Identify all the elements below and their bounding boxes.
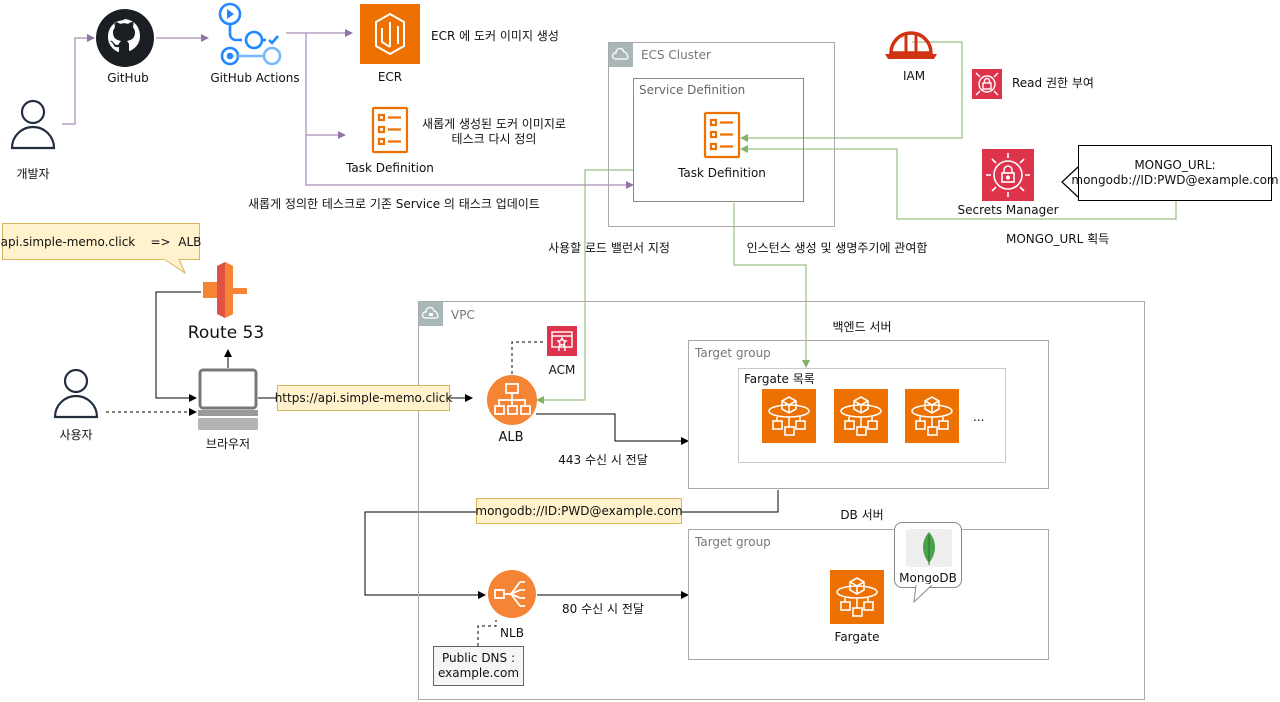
ecs-edges — [536, 41, 1177, 404]
github-actions-icon — [214, 2, 286, 72]
ecs-task-definition-icon — [703, 111, 741, 163]
db-title: DB 서버 — [840, 508, 884, 522]
acm-label: ACM — [548, 363, 576, 377]
secrets-manager-icon — [982, 149, 1034, 205]
fargate-list-title: Fargate 목록 — [744, 372, 815, 386]
nlb-icon — [487, 569, 537, 623]
mongodb-leaf-icon — [906, 529, 952, 567]
service-definition-group: Service Definition — [633, 78, 804, 202]
browser-laptop-icon — [198, 368, 258, 435]
github-actions-label: GitHub Actions — [210, 71, 300, 85]
user-icon — [53, 367, 99, 423]
task-definition-label: Task Definition — [346, 161, 434, 175]
service-definition-title: Service Definition — [639, 83, 746, 97]
read-permission-label: Read 권한 부여 — [1012, 76, 1094, 90]
route53-icon — [201, 262, 249, 322]
callout-tail — [163, 258, 186, 274]
ecs-task-definition-label: Task Definition — [678, 166, 766, 180]
instance-lifecycle-label: 인스턴스 생성 및 생명주기에 관여함 — [746, 241, 928, 255]
backend-target-group: Target group — [688, 340, 1049, 489]
permission-icon — [972, 69, 1002, 103]
mongo-url-box: MONGO_URL: mongodb://ID:PWD@example.com — [1071, 145, 1279, 201]
public-dns-line2: example.com — [437, 666, 520, 680]
ecr-note: ECR 에 도커 이미지 생성 — [431, 29, 559, 43]
iam-label: IAM — [902, 69, 926, 83]
user-label: 사용자 — [59, 428, 93, 442]
iam-helmet-icon — [882, 24, 940, 64]
alb-icon — [486, 374, 538, 430]
vpc-group: VPC — [418, 301, 1145, 700]
fargate-db-icon — [830, 570, 884, 628]
public-dns-line1: Public DNS : — [441, 651, 516, 665]
mongo-url-fetch-label: MONGO_URL 획득 — [1006, 232, 1110, 246]
cicd-edges — [62, 29, 634, 189]
vpc-cloud-icon — [419, 302, 443, 326]
github-icon — [95, 8, 155, 72]
acm-icon — [547, 326, 577, 360]
service-update-note: 새롭게 정의한 테스크로 기존 Service 의 태스크 업데이트 — [248, 197, 540, 211]
developer-icon — [10, 98, 56, 154]
mongo-url-box-line2: mongodb://ID:PWD@example.com — [1071, 173, 1279, 187]
fargate-icon-2 — [834, 389, 888, 447]
fargate-icon-3 — [905, 389, 959, 447]
nlb-forward-label: 80 수신 시 전달 — [562, 602, 644, 616]
task-definition-icon — [371, 106, 409, 158]
hollow-arrow — [1061, 166, 1079, 198]
db-target-group-title: Target group — [695, 535, 771, 549]
developer-label: 개발자 — [16, 167, 50, 181]
fargate-ellipsis: ... — [973, 410, 985, 424]
mongodb-label: MongoDB — [899, 571, 957, 585]
ecr-icon — [360, 4, 420, 68]
vpc-title: VPC — [451, 308, 475, 322]
task-note-line2: 테스크 다시 정의 — [451, 132, 537, 146]
db-target-group: Target group — [688, 529, 1049, 660]
public-dns-box: Public DNS : example.com — [433, 646, 524, 686]
alb-label: ALB — [498, 430, 524, 445]
https-url-text: https://api.simple-memo.click — [274, 391, 453, 405]
fargate-db-label: Fargate — [834, 630, 880, 644]
lb-assign-label: 사용할 로드 밸런서 지정 — [548, 241, 670, 255]
browser-label: 브라우저 — [205, 437, 251, 451]
nlb-label: NLB — [500, 626, 524, 640]
alb-forward-label: 443 수신 시 전달 — [558, 453, 648, 467]
mongodb-callout: MongoDB — [894, 522, 962, 588]
github-label: GitHub — [107, 71, 149, 85]
ecr-label: ECR — [377, 70, 403, 84]
secrets-manager-label: Secrets Manager — [957, 203, 1059, 217]
dns-callout: api.simple-memo.click => ALB — [0, 223, 202, 260]
ecs-cluster-title: ECS Cluster — [641, 48, 711, 62]
route53-label: Route 53 — [187, 323, 265, 343]
fargate-list-group: Fargate 목록 — [738, 368, 1006, 463]
task-note-line1: 새롭게 생성된 도커 이미지로 — [422, 117, 566, 131]
dns-callout-text: api.simple-memo.click => ALB — [0, 234, 202, 249]
mongodb-callout-tail — [913, 584, 933, 604]
target-group-title: Target group — [695, 346, 771, 360]
fargate-icon-1 — [762, 389, 816, 447]
mongodb-url-note: mongodb://ID:PWD@example.com — [475, 498, 683, 524]
backend-title: 백엔드 서버 — [832, 320, 892, 334]
mongo-url-box-line1: MONGO_URL: — [1134, 158, 1216, 172]
cloud-icon — [609, 43, 633, 67]
mongodb-url-text: mongodb://ID:PWD@example.com — [475, 504, 683, 518]
ecs-cluster-group: ECS Cluster — [608, 42, 835, 227]
https-url-note: https://api.simple-memo.click — [274, 385, 453, 411]
